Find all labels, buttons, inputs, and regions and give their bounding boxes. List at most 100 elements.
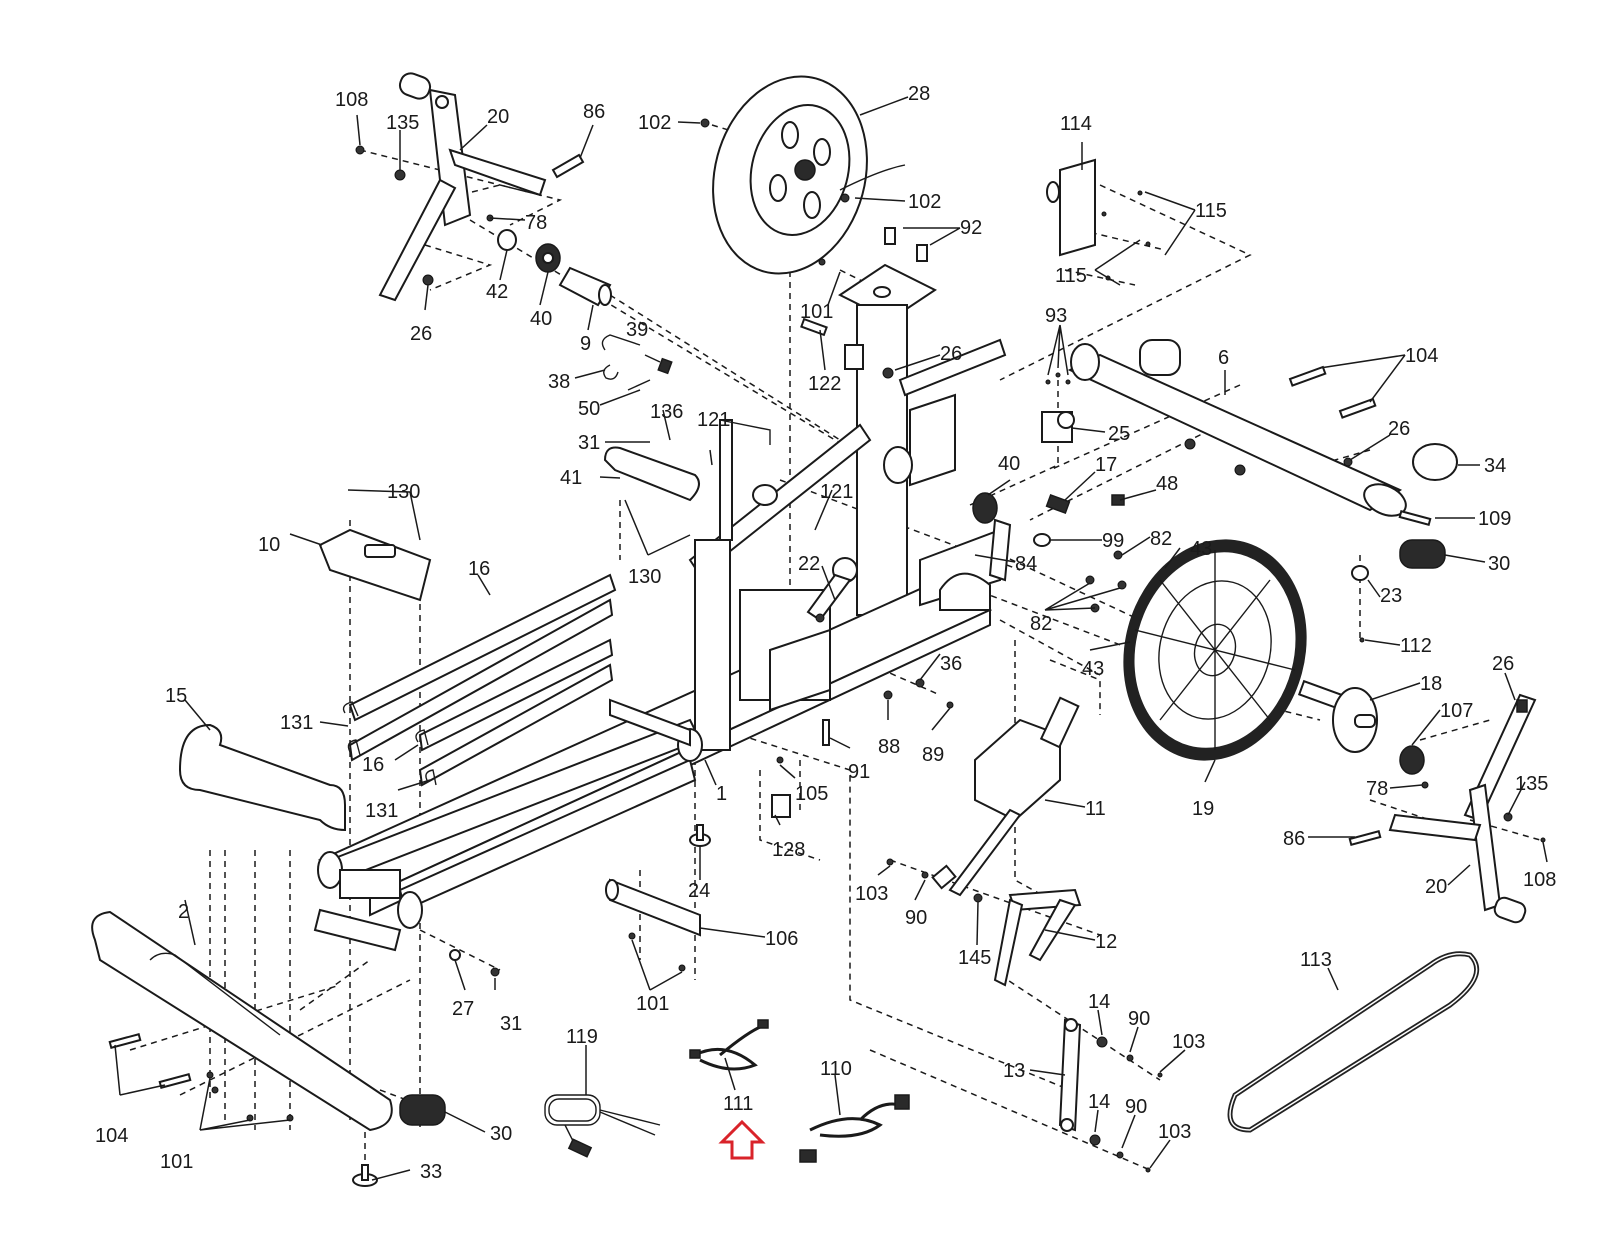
label-part-107: 107 [1440,700,1473,722]
part-10-console-shroud [318,528,432,602]
label-part-101: 101 [800,301,833,323]
label-part-115: 115 [1055,265,1087,287]
label-part-108: 108 [1523,869,1556,891]
label-part-43: 43 [1190,538,1212,560]
part-19-drive-pulley [1123,539,1307,761]
label-part-92: 92 [960,217,982,239]
label-part-82: 82 [1150,528,1172,550]
label-part-114: 114 [1060,113,1092,135]
part-110-wire-harness [799,1094,910,1163]
label-part-30: 30 [490,1123,512,1145]
hardware-links [886,858,1163,1173]
label-part-130: 130 [387,481,420,503]
label-part-105: 105 [795,783,828,805]
part-24-foot-and-128-bumper [689,719,830,847]
label-part-106: 106 [765,928,798,950]
label-part-89: 89 [922,744,944,766]
label-part-121: 121 [697,409,730,431]
label-part-42: 42 [486,281,508,303]
label-part-90: 90 [1125,1096,1147,1118]
label-part-18: 18 [1420,673,1442,695]
part-20-crank-arm-right [1348,693,1546,924]
part-106-bracket [605,878,701,972]
label-part-135: 135 [386,112,419,134]
label-part-23: 23 [1380,585,1402,607]
part-12-link-arm [993,888,1082,987]
highlight-arrow-icon [718,1119,766,1160]
label-part-101: 101 [160,1151,193,1173]
label-part-131: 131 [280,712,313,734]
label-part-50: 50 [578,398,600,420]
part-22-idler-arm [806,557,858,623]
label-part-13: 13 [1003,1060,1025,1082]
label-part-40: 40 [998,453,1020,475]
hardware-stabilizer-bolts [108,949,500,1122]
part-111-wire-harness [689,1019,769,1071]
label-part-102: 102 [908,191,941,213]
label-part-102: 102 [638,112,671,134]
label-part-108: 108 [335,89,368,111]
label-part-136: 136 [650,401,683,423]
label-part-20: 20 [1425,876,1447,898]
label-part-10: 10 [258,534,280,556]
label-part-26: 26 [410,323,432,345]
label-part-103: 103 [1172,1031,1205,1053]
part-38-39-latch [601,334,673,391]
label-part-1: 1 [716,783,727,805]
part-18-axle-hub [1297,679,1429,789]
part-2-stabilizer [91,910,393,1132]
part-6-pivot-arm [1067,339,1407,517]
label-part-88: 88 [878,736,900,758]
label-part-115: 115 [1195,200,1227,222]
label-part-24: 24 [688,880,710,902]
label-part-112: 112 [1400,635,1432,657]
label-part-113: 113 [1300,949,1332,971]
label-part-40: 40 [530,308,552,330]
hardware-right-arm [1288,365,1458,643]
label-part-38: 38 [548,371,570,393]
label-part-14: 14 [1088,1091,1110,1113]
part-41-shroud [603,446,700,502]
label-part-121: 121 [820,481,853,503]
part-20-crank-arm-left [378,72,547,302]
part-114-console-board [1046,158,1151,281]
label-part-31: 31 [578,432,600,454]
label-part-34: 34 [1484,455,1506,477]
label-part-48: 48 [1156,473,1178,495]
part-11-motor [931,696,1080,897]
label-part-33: 33 [420,1161,442,1183]
label-part-119: 119 [566,1026,598,1048]
label-part-39: 39 [626,319,648,341]
label-part-122: 122 [808,373,841,395]
label-part-103: 103 [1158,1121,1191,1143]
frame-upright-post [800,227,1007,616]
part-30-end-cap-left [399,1094,446,1126]
part-119-power-cord [544,1094,661,1158]
label-part-30: 30 [1488,553,1510,575]
part-131-rail-covers [342,701,437,786]
label-part-27: 27 [452,998,474,1020]
label-part-22: 22 [798,553,820,575]
label-part-78: 78 [525,212,547,234]
label-part-90: 90 [1128,1008,1150,1030]
label-part-84: 84 [1015,553,1037,575]
label-part-28: 28 [908,83,930,105]
label-part-91: 91 [848,761,870,783]
label-part-104: 104 [95,1125,128,1147]
label-part-86: 86 [583,101,605,123]
part-25-brake-magnet [1041,372,1075,443]
label-part-2: 2 [178,901,189,923]
label-part-135: 135 [1515,773,1548,795]
label-part-17: 17 [1095,454,1117,476]
hardware-40-17-48-99-84 [939,492,1168,644]
label-part-9: 9 [580,333,591,355]
assembly-guide-lines [129,124,1541,1175]
label-part-86: 86 [1283,828,1305,850]
hardware-36-88-89 [883,678,954,709]
label-part-6: 6 [1218,347,1229,369]
label-part-101: 101 [636,993,669,1015]
label-part-78: 78 [1366,778,1388,800]
label-part-15: 15 [165,685,187,707]
label-part-111: 111 [723,1093,753,1115]
label-part-109: 109 [1478,508,1511,530]
